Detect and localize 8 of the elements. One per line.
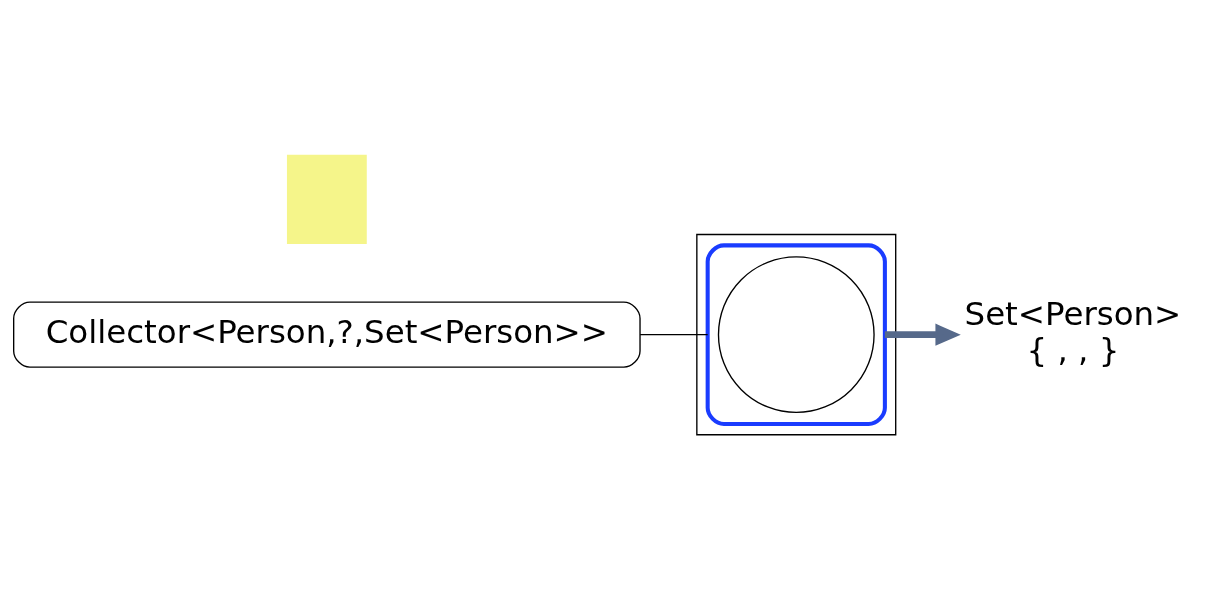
cluster (705, 243, 887, 426)
node-box: Collector<Person,?,Set<Person>> (13, 301, 641, 368)
node-text: Set<Person> { , , } (964, 295, 1182, 369)
arrow (884, 323, 961, 346)
node-circle (717, 256, 875, 414)
cluster (696, 233, 897, 436)
node-bar (286, 154, 367, 244)
connector (639, 334, 709, 336)
